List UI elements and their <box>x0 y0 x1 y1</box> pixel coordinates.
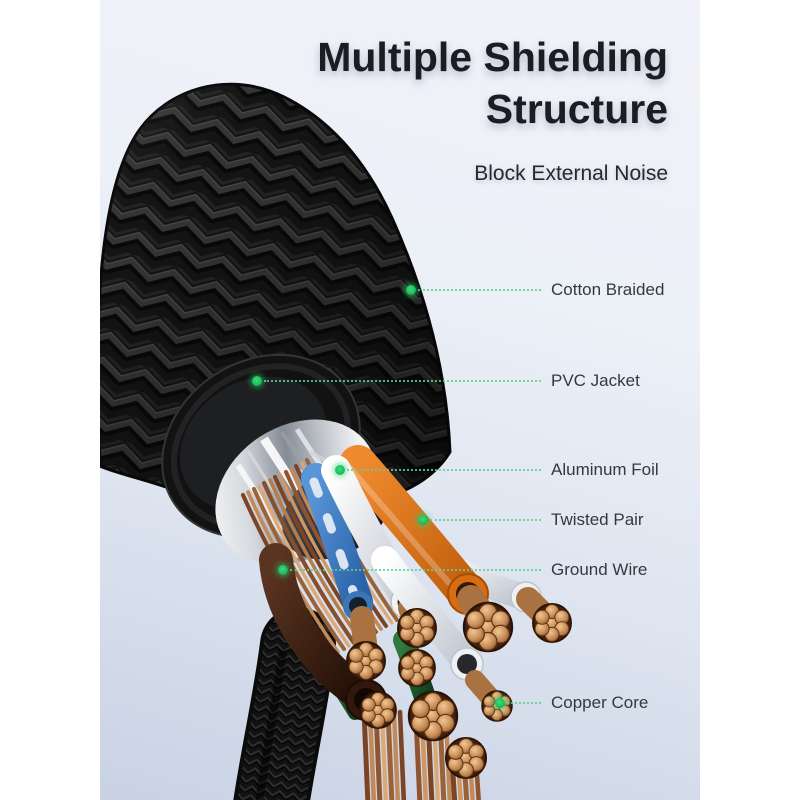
callout-label: Ground Wire <box>551 560 648 579</box>
callout-dot-icon <box>278 565 288 575</box>
headline-block: Multiple Shielding Structure Block Exter… <box>317 31 668 187</box>
callout-twisted-pair: Twisted Pair <box>0 508 800 532</box>
cable-tail-braid <box>233 607 336 800</box>
leader-line <box>430 519 541 521</box>
copper-bundle <box>346 641 386 681</box>
leader-line <box>347 469 541 471</box>
callout-ground-wire: Ground Wire <box>0 558 800 582</box>
leader-line <box>290 569 541 571</box>
callout-label: Twisted Pair <box>551 510 644 529</box>
callout-dot-icon <box>495 698 505 708</box>
callout-label: Aluminum Foil <box>551 460 659 479</box>
callout-copper-core: Copper Core <box>0 691 800 715</box>
page-title-line2: Structure <box>485 86 668 132</box>
callout-aluminum-foil: Aluminum Foil <box>0 458 800 482</box>
copper-bundle <box>462 601 514 653</box>
callout-dot-icon <box>406 285 416 295</box>
leader-line <box>507 702 541 704</box>
page-title-line1: Multiple Shielding <box>317 34 668 80</box>
callout-label: Cotton Braided <box>551 280 665 299</box>
callout-cotton-braided: Cotton Braided <box>0 278 800 302</box>
copper-bundle <box>397 608 437 648</box>
copper-bundle <box>445 737 487 779</box>
copper-bundle <box>532 603 572 643</box>
leader-line <box>418 289 541 291</box>
callout-label: Copper Core <box>551 693 649 712</box>
leader-line <box>264 380 541 382</box>
callout-label: PVC Jacket <box>551 371 640 390</box>
page-subtitle: Block External Noise <box>474 162 668 185</box>
copper-bundle <box>398 649 436 687</box>
callout-dot-icon <box>418 515 428 525</box>
callout-dot-icon <box>335 465 345 475</box>
callout-dot-icon <box>252 376 262 386</box>
callout-pvc-jacket: PVC Jacket <box>0 369 800 393</box>
